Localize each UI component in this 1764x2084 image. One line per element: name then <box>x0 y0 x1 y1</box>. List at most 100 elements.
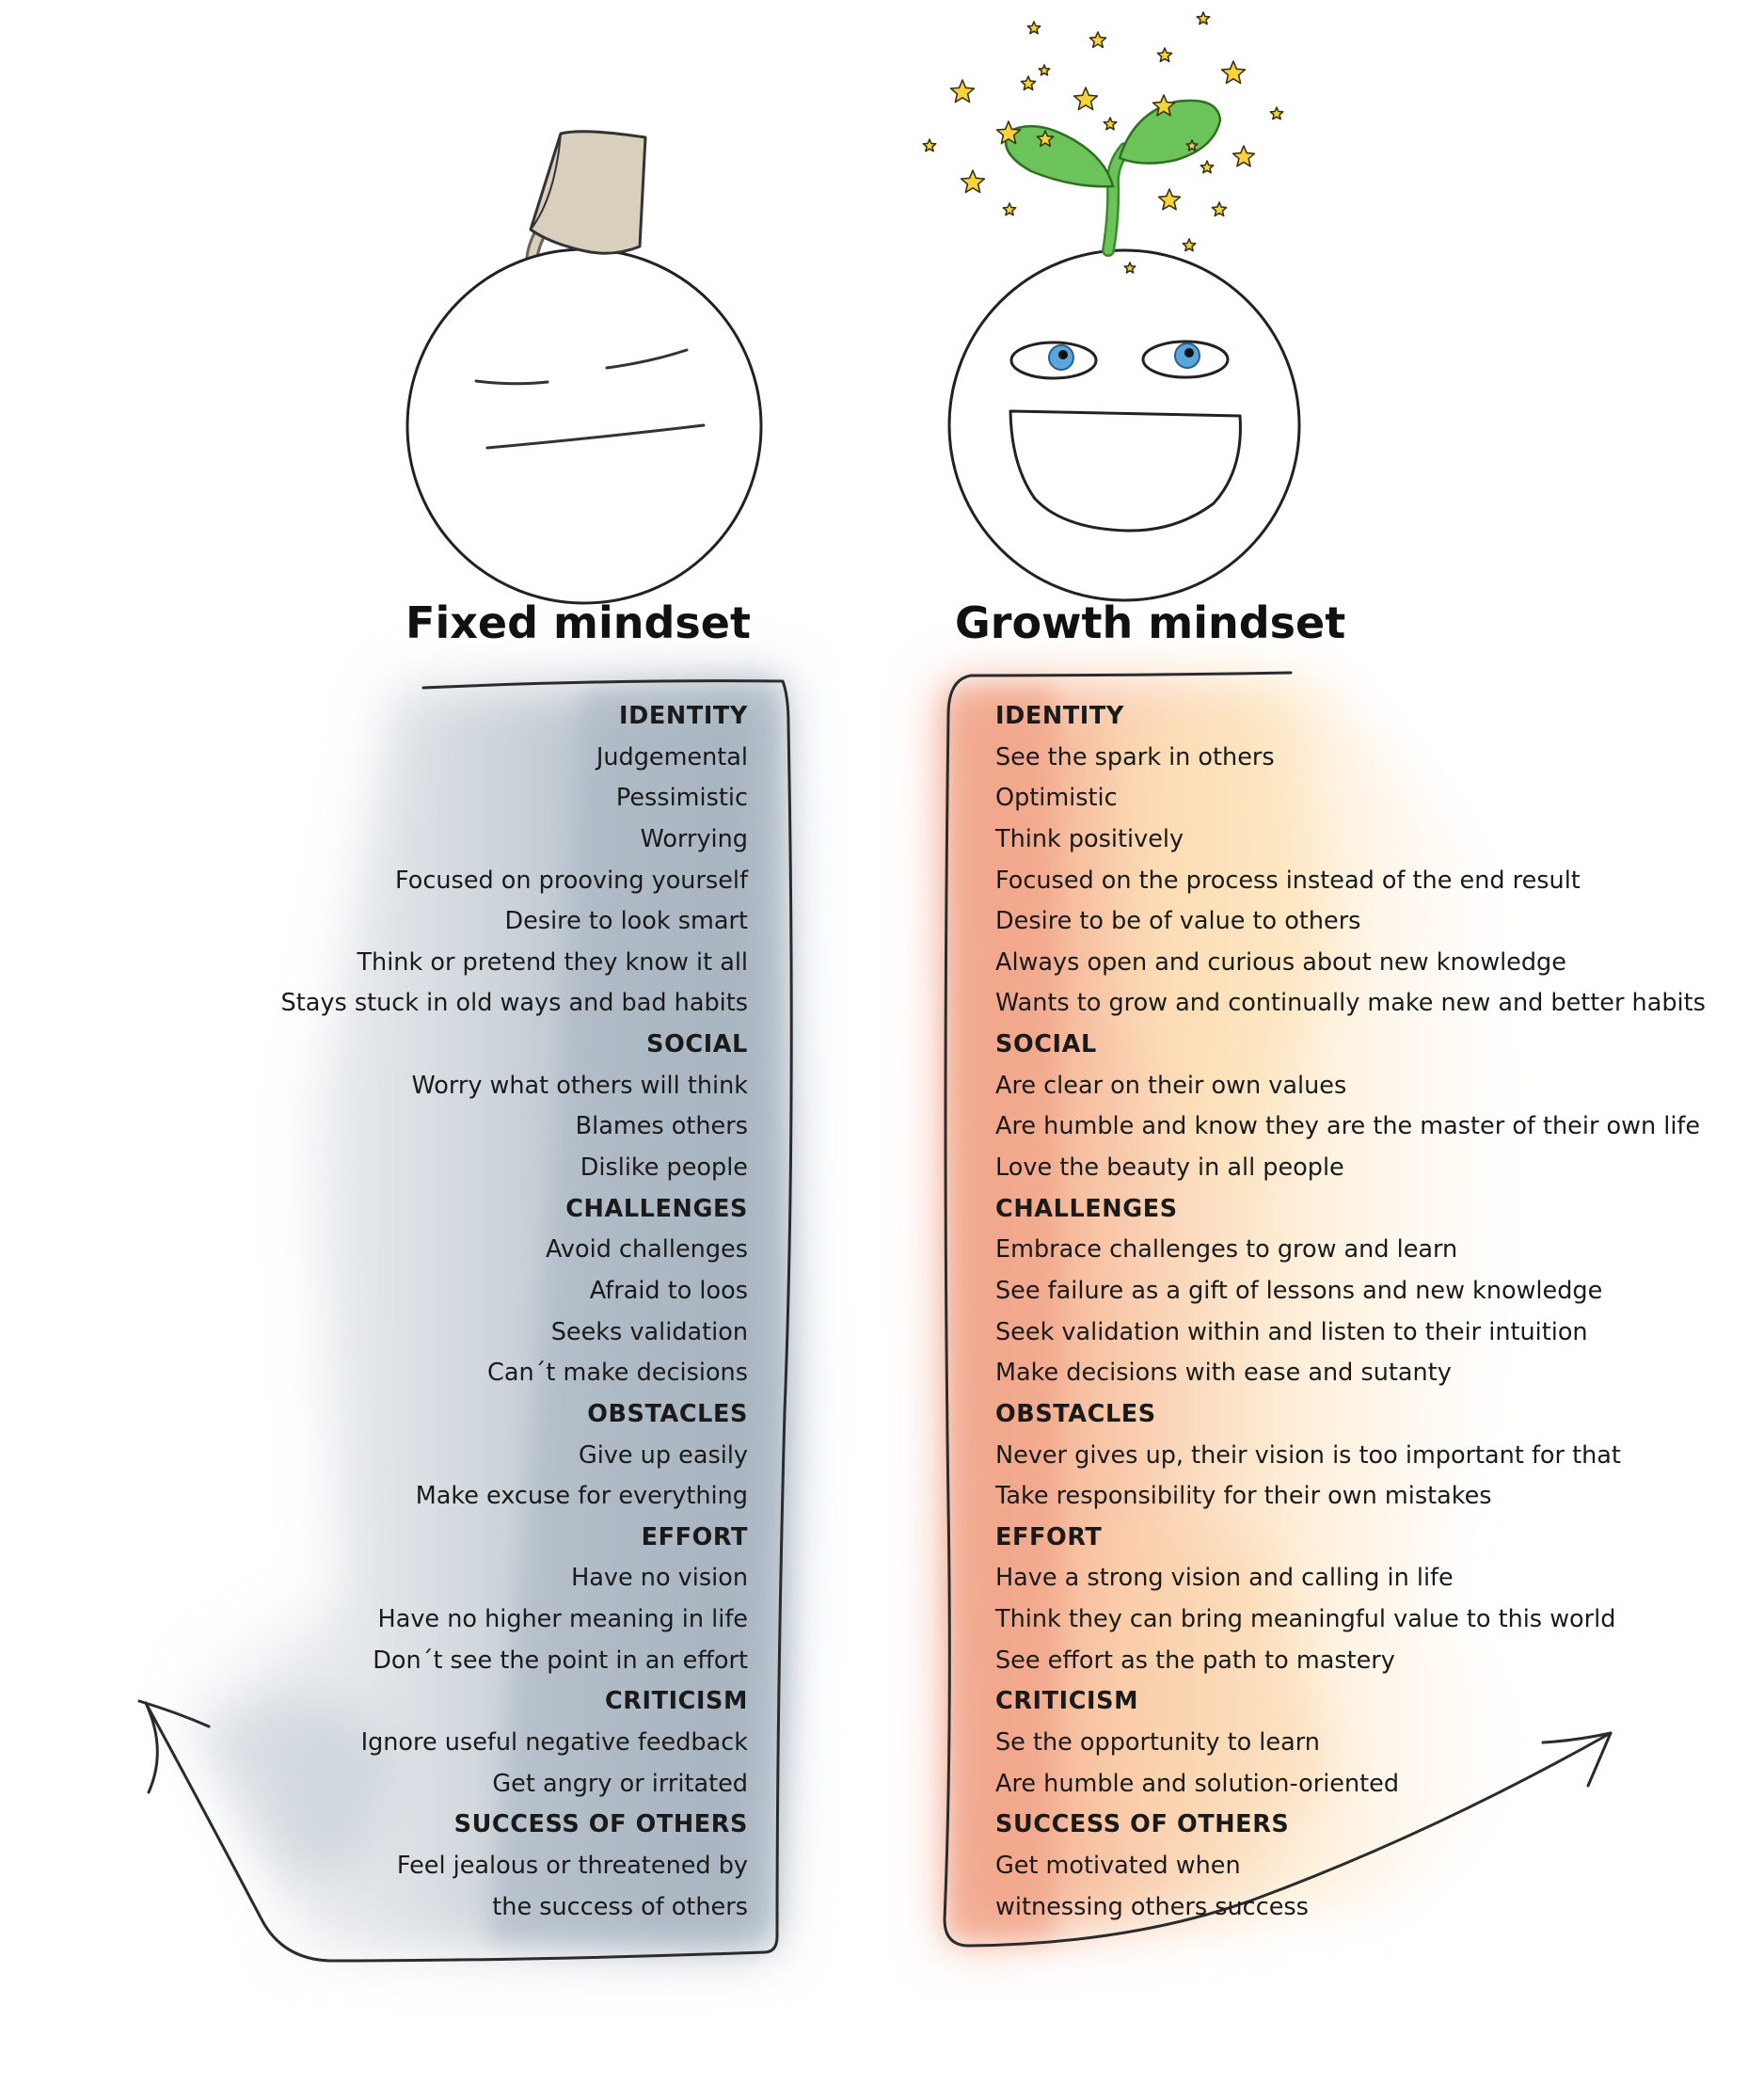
fixed-trait: Judgemental <box>596 742 748 772</box>
fixed-section-heading: OBSTACLES <box>587 1399 748 1428</box>
star-icon <box>1196 11 1211 25</box>
star-icon <box>922 138 937 152</box>
fixed-wash <box>169 682 790 1952</box>
fixed-section-heading: IDENTITY <box>619 702 748 730</box>
star-icon <box>1036 130 1055 148</box>
growth-trait: Think positively <box>995 824 1184 853</box>
star-icon <box>1038 64 1051 76</box>
growth-trait: Desire to be of value to others <box>995 907 1361 936</box>
fixed-trait: Think or pretend they know it all <box>357 947 748 977</box>
growth-trait: Make decisions with ease and sutanty <box>995 1359 1452 1388</box>
star-icon <box>1152 94 1176 117</box>
fixed-trait: Get angry or irritated <box>492 1769 748 1798</box>
growth-mindset-title: Growth mindset <box>955 597 1346 648</box>
fixed-trait: Avoid challenges <box>545 1235 748 1265</box>
fixed-section-heading: SUCCESS OF OTHERS <box>453 1810 748 1839</box>
fixed-head <box>405 247 763 605</box>
fixed-section-heading: CHALLENGES <box>565 1194 748 1223</box>
fixed-arrow-outline <box>137 679 793 1963</box>
fixed-eye-right <box>605 348 689 370</box>
star-icon <box>1185 139 1199 151</box>
fixed-face <box>405 130 763 605</box>
growth-trait: See failure as a gift of lessons and new… <box>995 1276 1603 1305</box>
growth-wash <box>946 677 1552 1943</box>
fixed-section-heading: CRITICISM <box>604 1687 748 1716</box>
fixed-trait: Blames others <box>575 1112 748 1141</box>
star-icon <box>1269 106 1284 120</box>
star-icon <box>1002 202 1017 216</box>
growth-trait: Se the opportunity to learn <box>995 1728 1320 1758</box>
fixed-trait: Have no higher meaning in life <box>377 1605 748 1634</box>
growth-trait: Always open and curious about new knowle… <box>995 947 1566 977</box>
growth-trait: See the spark in others <box>995 742 1275 772</box>
star-icon <box>1182 238 1197 252</box>
star-icon <box>1200 160 1215 174</box>
fixed-trait: Ignore useful negative feedback <box>360 1728 748 1758</box>
fixed-trait: Make excuse for everything <box>415 1482 748 1511</box>
growth-section-heading: EFFORT <box>995 1522 1103 1551</box>
fixed-trait: Focused on prooving yourself <box>395 866 748 895</box>
fixed-section-heading: EFFORT <box>641 1522 748 1551</box>
fixed-trait: Dislike people <box>580 1153 748 1183</box>
growth-section-heading: IDENTITY <box>995 702 1124 730</box>
star-icon <box>1026 21 1041 35</box>
fixed-trait: Give up easily <box>578 1440 748 1470</box>
star-icon <box>995 120 1022 145</box>
fixed-trait: Have no vision <box>571 1564 748 1593</box>
growth-section-heading: CRITICISM <box>995 1687 1139 1716</box>
fixed-mindset-title: Fixed mindset <box>405 597 751 648</box>
growth-trait: Focused on the process instead of the en… <box>995 866 1581 895</box>
growth-trait: Get motivated when <box>995 1851 1241 1880</box>
growth-trait: Seek validation within and listen to the… <box>995 1317 1588 1346</box>
fixed-trait: Desire to look smart <box>504 907 748 936</box>
star-icon <box>1089 31 1107 49</box>
growth-trait: Are humble and solution-oriented <box>995 1769 1400 1798</box>
sprout-leaf-left <box>1004 124 1115 188</box>
star-icon <box>1156 47 1173 63</box>
fixed-eye-left <box>474 379 549 386</box>
star-icon <box>1157 188 1182 211</box>
growth-trait: Think they can bring meaningful value to… <box>995 1605 1616 1634</box>
fixed-trait: the success of others <box>492 1892 748 1921</box>
fixed-trait: Can´t make decisions <box>487 1359 748 1388</box>
growth-trait: Are clear on their own values <box>995 1071 1347 1100</box>
fixed-trait: Pessimistic <box>615 784 748 813</box>
growth-face <box>947 99 1301 602</box>
growth-trait: See effort as the path to mastery <box>995 1646 1395 1675</box>
growth-section-heading: SUCCESS OF OTHERS <box>995 1810 1290 1839</box>
growth-trait: Never gives up, their vision is too impo… <box>995 1440 1621 1470</box>
growth-mouth <box>1009 409 1242 533</box>
growth-trait: Wants to grow and continually make new a… <box>995 989 1706 1018</box>
fixed-trait: Worrying <box>640 824 748 853</box>
growth-trait: Take responsibility for their own mistak… <box>995 1482 1492 1511</box>
star-icon <box>1211 201 1228 217</box>
fixed-trait: Seeks validation <box>550 1317 748 1346</box>
fixed-trait: Stays stuck in old ways and bad habits <box>280 989 748 1018</box>
star-icon <box>1103 117 1118 131</box>
fixed-section-heading: SOCIAL <box>646 1030 748 1059</box>
fixed-mouth <box>485 423 706 450</box>
growth-section-heading: CHALLENGES <box>995 1194 1178 1223</box>
star-icon <box>1073 87 1099 111</box>
fixed-trait: Feel jealous or threatened by <box>396 1851 748 1880</box>
fixed-trait: Worry what others will think <box>411 1071 749 1100</box>
star-icon <box>1232 145 1256 167</box>
sprout-leaf-right <box>1118 99 1222 165</box>
growth-trait: Have a strong vision and calling in life <box>995 1564 1454 1593</box>
growth-trait: witnessing others success <box>995 1892 1309 1921</box>
star-icon <box>1020 75 1037 91</box>
bucket-icon <box>529 130 647 255</box>
star-icon <box>1220 60 1247 85</box>
growth-section-heading: OBSTACLES <box>995 1399 1156 1428</box>
growth-trait: Optimistic <box>995 784 1118 813</box>
star-icon <box>960 169 986 194</box>
star-icon <box>949 79 976 103</box>
growth-trait: Love the beauty in all people <box>995 1153 1344 1183</box>
growth-trait: Embrace challenges to grow and learn <box>995 1235 1458 1265</box>
fixed-trait: Afraid to loos <box>589 1276 748 1305</box>
fixed-trait: Don´t see the point in an effort <box>373 1646 748 1675</box>
growth-arrow-outline <box>943 671 1613 1948</box>
